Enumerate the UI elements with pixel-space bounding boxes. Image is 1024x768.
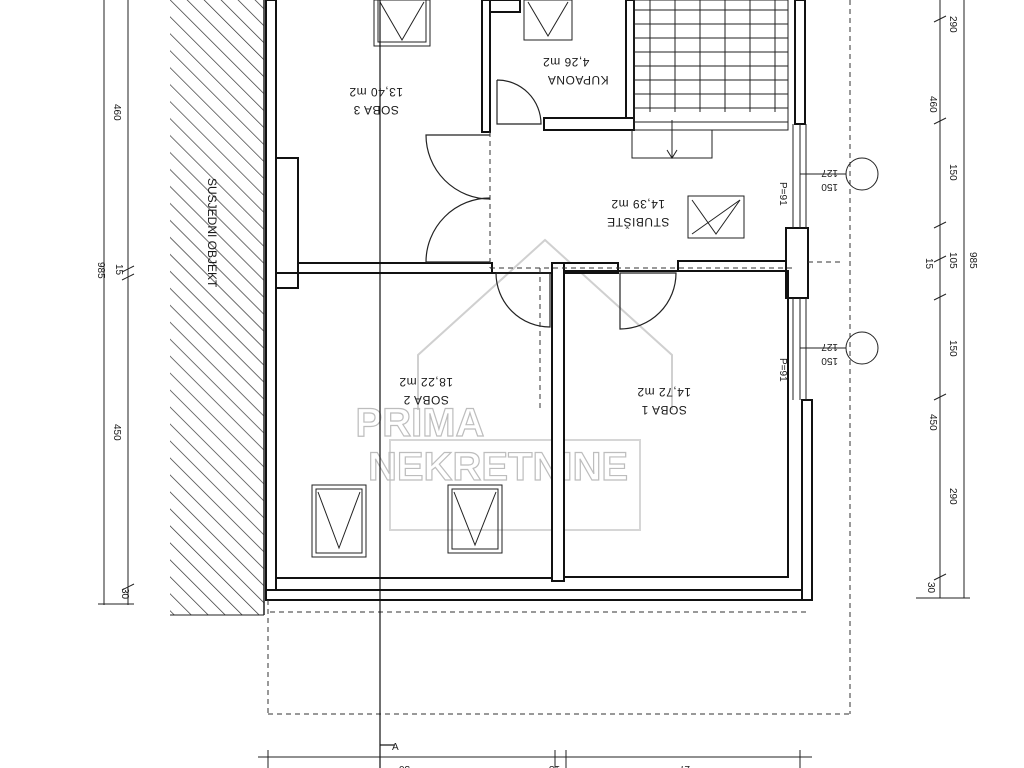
dim-right-15: 15 [923,258,934,270]
dim-left-985: 985 [95,262,106,279]
skylights [311,0,745,558]
window-lower-height: 127 [821,341,838,352]
right-dimension-lines [916,0,970,599]
dim-bottom-27: 27 [678,763,690,768]
outer-walls [265,0,813,601]
interior-walls [275,0,809,582]
dim-right-290-top: 290 [947,16,958,33]
window-lower-width: 150 [821,355,838,366]
window-upper-width: 150 [821,181,838,192]
dim-right-30: 30 [925,582,936,594]
neighbor-building [170,0,265,616]
neighbor-building-label: SUSJEDNI OBJEKT [205,178,219,288]
dim-bottom-15: 15 [548,763,560,768]
room-kupaona: KUPAONA 4,26 m2 [543,55,609,87]
room-name: SOBA 1 [641,403,687,417]
dim-right-985: 985 [967,252,978,269]
dim-right-460: 460 [927,96,938,113]
watermark-line1: PRIMA [356,401,485,445]
dim-right-150-bottom: 150 [947,340,958,357]
door-swings [425,79,677,330]
bottom-dimension-line [258,750,812,768]
room-soba-3: SOBA 3 13,40 m2 [349,85,403,117]
room-soba-2: SOBA 2 18,22 m2 [399,375,453,407]
dim-right-105: 105 [947,252,958,269]
room-area: 14,72 m2 [637,385,691,399]
dim-right-150-top: 150 [947,164,958,181]
room-name: SOBA 2 [403,393,449,407]
dim-left-15: 15 [113,264,124,276]
room-name: KUPAONA [547,73,608,87]
dim-left-450: 450 [111,424,122,441]
window-callouts [800,157,879,365]
window-upper-height: 127 [821,167,838,178]
guidelines [267,0,851,715]
section-line [379,0,394,768]
room-area: 14,39 m2 [611,197,665,211]
section-mark: A [392,742,399,753]
left-dimension-lines [98,0,135,605]
room-name: STUBIŠTE [607,215,670,230]
dim-left-30: 30 [119,588,130,600]
dim-left-460: 460 [111,104,122,121]
dim-bottom-50: 50 [398,763,410,768]
room-area: 4,26 m2 [543,55,590,69]
room-stubiste: STUBIŠTE 14,39 m2 [607,197,670,230]
window-upper-parapet: P=91 [777,182,788,206]
watermark-line2: NEKRETNINE [368,445,628,489]
watermark: PRIMA NEKRETNINE [355,238,673,531]
room-area: 18,22 m2 [399,375,453,389]
window-openings [792,124,807,400]
room-name: SOBA 3 [353,103,399,117]
window-lower-parapet: P=91 [777,358,788,382]
dim-right-450: 450 [927,414,938,431]
room-area: 13,40 m2 [349,85,403,99]
room-soba-1: SOBA 1 14,72 m2 [637,385,691,417]
staircase [631,0,789,159]
dim-right-290-bottom: 290 [947,488,958,505]
